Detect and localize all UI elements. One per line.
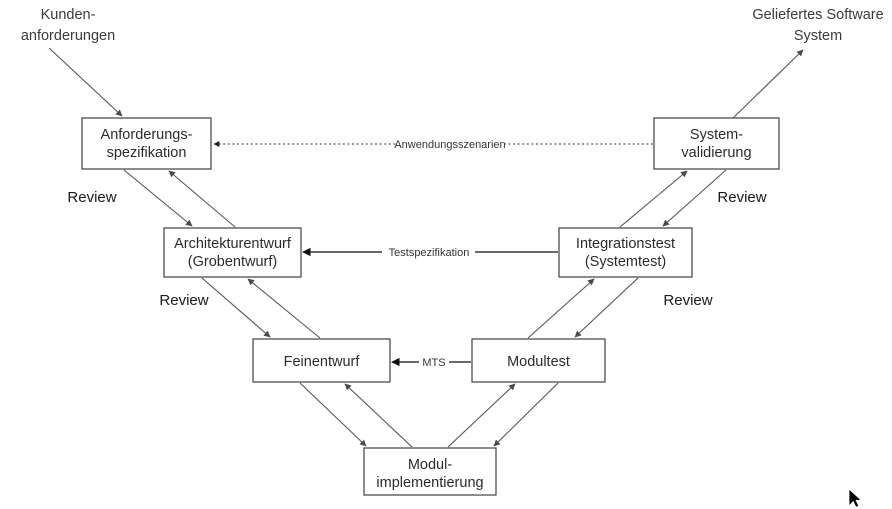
edge-architekturentwurf-to-anforderungsspez — [168, 170, 236, 228]
node-feinentwurf-line1: Feinentwurf — [284, 354, 361, 370]
edge-modultest-to-integrationstest — [527, 278, 595, 339]
edge-architekturentwurf-to-feinentwurf — [201, 277, 271, 338]
edge-integrationstest-to-systemvalidierung — [619, 170, 688, 228]
edge-mts: MTS — [391, 353, 471, 370]
node-systemvalidierung-line1: System- — [690, 127, 743, 143]
edge-modulimplementierung-to-modultest — [447, 383, 516, 448]
edge-kundenanforderungen-to-anforderungsspezifikation — [48, 47, 123, 117]
node-modultest[interactable]: Modultest — [471, 338, 606, 383]
label-geliefertes-software-system-line2: System — [794, 28, 842, 44]
node-architekturentwurf[interactable]: Architekturentwurf (Grobentwurf) — [163, 227, 302, 278]
node-modultest-line1: Modultest — [507, 354, 570, 370]
edge-modultest-to-modulimplementierung — [493, 382, 559, 447]
label-review-left-top: Review — [67, 189, 116, 206]
edge-systemvalidierung-to-geliefertes-system — [732, 49, 804, 119]
label-kundenanforderungen: Kunden- anforderungen — [21, 7, 115, 44]
node-integrationstest-line1: Integrationstest — [576, 236, 675, 252]
edge-systemvalidierung-to-integrationstest — [662, 169, 727, 227]
node-systemvalidierung-line2: validierung — [681, 145, 751, 161]
label-review-right-mid: Review — [663, 292, 712, 309]
edge-testspezifikation: Testspezifikation — [302, 243, 558, 260]
edge-modulimplementierung-to-feinentwurf — [344, 383, 413, 448]
label-review-left-mid: Review — [159, 292, 208, 309]
node-systemvalidierung[interactable]: System- validierung — [653, 117, 780, 170]
node-modulimplementierung[interactable]: Modul- implementierung — [363, 447, 497, 496]
edge-label-mts: MTS — [422, 357, 445, 369]
node-architekturentwurf-line2: (Grobentwurf) — [188, 254, 277, 270]
node-feinentwurf[interactable]: Feinentwurf — [252, 338, 391, 383]
node-integrationstest-line2: (Systemtest) — [585, 254, 666, 270]
label-kundenanforderungen-line1: Kunden- — [41, 7, 96, 23]
node-architekturentwurf-line1: Architekturentwurf — [174, 236, 292, 252]
edge-anwendungsszenarien: Anwendungsszenarien — [213, 135, 653, 152]
label-review-right-top: Review — [717, 189, 766, 206]
node-modulimplementierung-line2: implementierung — [376, 475, 483, 491]
edge-feinentwurf-to-modulimplementierung — [299, 382, 367, 447]
node-anforderungsspezifikation-line1: Anforderungs- — [101, 127, 193, 143]
label-geliefertes-software-system-line1: Geliefertes Software — [752, 7, 883, 23]
edge-label-testspezifikation: Testspezifikation — [389, 247, 470, 259]
label-kundenanforderungen-line2: anforderungen — [21, 28, 115, 44]
edge-anforderungsspez-to-architekturentwurf — [123, 169, 193, 227]
node-anforderungsspezifikation-line2: spezifikation — [107, 145, 187, 161]
mouse-pointer-icon — [848, 488, 863, 508]
node-integrationstest[interactable]: Integrationstest (Systemtest) — [558, 227, 693, 278]
label-geliefertes-software-system: Geliefertes Software System — [752, 7, 883, 44]
node-modulimplementierung-line1: Modul- — [408, 457, 452, 473]
node-anforderungsspezifikation[interactable]: Anforderungs- spezifikation — [81, 117, 212, 170]
edge-feinentwurf-to-architekturentwurf — [247, 278, 321, 339]
edge-label-anwendungsszenarien: Anwendungsszenarien — [394, 139, 505, 151]
edge-integrationstest-to-modultest — [574, 277, 639, 338]
